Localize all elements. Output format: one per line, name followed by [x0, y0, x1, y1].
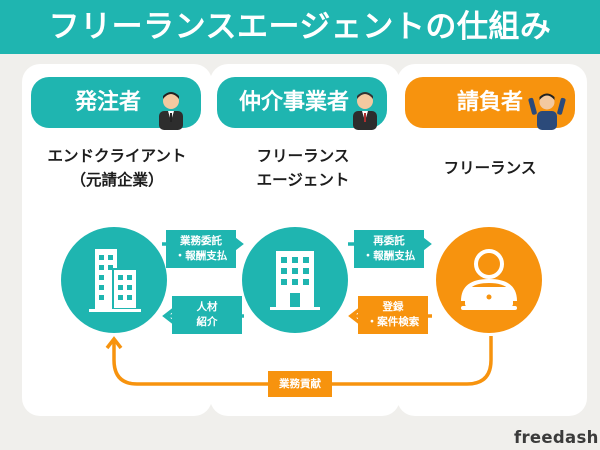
- title-bar: [0, 0, 600, 54]
- agent-name-line1: フリーランス: [256, 147, 350, 165]
- flow-tag-re-outsource: 再委託 ・報酬支払: [354, 230, 424, 268]
- flow-tag-outsource: 業務委託 ・報酬支払: [166, 230, 236, 268]
- freelancer-circle: [436, 227, 542, 333]
- flow-tag-work-contribution: 業務貢献: [268, 371, 332, 397]
- brand-logo: freedash: [514, 428, 599, 447]
- flow-tag-talent-introduction: 人材 紹介: [172, 296, 242, 334]
- role-freelancer-label: 請負者: [457, 90, 524, 115]
- laptop-worker-icon: [461, 249, 517, 310]
- client-name-line2: （元請企業）: [70, 171, 164, 189]
- office-building-icon: [89, 249, 141, 312]
- flow-tag-registration: 登録 ・案件検索: [358, 296, 428, 334]
- office-building-icon: [270, 251, 320, 310]
- agent-name-line2: エージェント: [256, 171, 350, 189]
- cheering-man-icon: [528, 93, 566, 130]
- page-title: フリーランスエージェントの仕組み: [48, 9, 552, 45]
- role-agent-label: 仲介事業者: [239, 90, 350, 115]
- agent-building-circle: [242, 227, 348, 333]
- client-building-circle: [61, 227, 167, 333]
- businessman-icon: [353, 92, 377, 130]
- role-client-label: 発注者: [75, 90, 142, 115]
- businessman-icon: [159, 92, 183, 130]
- client-name-line1: エンドクライアント: [47, 147, 187, 165]
- freelancer-name: フリーランス: [443, 159, 537, 177]
